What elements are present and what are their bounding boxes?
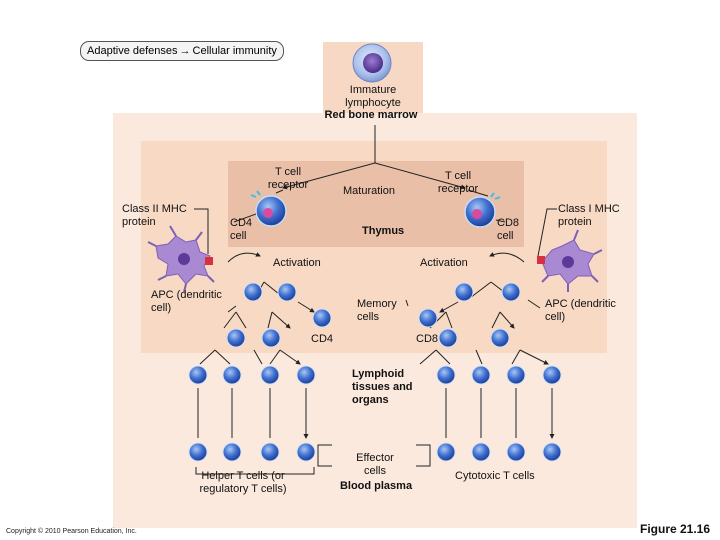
lymphoid-tissues-label: Lymphoid tissues and organs xyxy=(352,368,413,406)
helper-t-cell xyxy=(296,442,316,462)
red-bone-marrow-label: Red bone marrow xyxy=(324,109,418,121)
cytotoxic-down-arrows xyxy=(445,388,552,438)
breadcrumb-first: Adaptive defenses xyxy=(87,45,178,57)
cytotoxic-t-cell xyxy=(506,442,526,462)
tcr-left-label: T cell receptor xyxy=(267,166,309,191)
cytotoxic-t-cells-label: Cytotoxic T cells xyxy=(455,470,535,482)
cd8-thymus-nucleus xyxy=(472,209,482,219)
cd4-t-cell xyxy=(296,365,316,385)
effector-cells-label: Effector cells xyxy=(356,452,394,477)
memory-cells-label: Memory cells xyxy=(357,298,397,323)
helper-t-cell xyxy=(222,442,242,462)
class1-mhc-label: Class I MHC protein xyxy=(558,203,620,228)
cd4-t-cell xyxy=(222,365,242,385)
cd4-leader xyxy=(233,213,257,223)
activation-right-label: Activation xyxy=(420,257,468,269)
activation-arrow-left xyxy=(227,252,261,263)
immature-lymphocyte-label: Immature lymphocyte xyxy=(345,84,401,109)
apc-left-label: APC (dendritic cell) xyxy=(151,289,222,314)
copyright-text: Copyright © 2010 Pearson Education, Inc. xyxy=(6,528,137,535)
cd8-t-cell xyxy=(436,365,456,385)
helper-t-cell xyxy=(260,442,280,462)
cd8-t-cell xyxy=(471,365,491,385)
cd8-split-arrows-3 xyxy=(419,349,548,364)
apc-left-leader xyxy=(227,305,237,313)
helper-down-arrows xyxy=(197,388,306,438)
cd4-label: CD4 xyxy=(311,333,334,345)
cd8-t-cell xyxy=(490,328,510,348)
cd8-receptor xyxy=(490,192,501,200)
tcr-left-leader xyxy=(275,189,284,194)
helper-t-cells-label: Helper T cells (or regulatory T cells) xyxy=(199,470,287,495)
thymus-label: Thymus xyxy=(362,225,405,237)
maturation-label: Maturation xyxy=(343,185,395,197)
helper-t-cell xyxy=(188,442,208,462)
helper-bracket xyxy=(195,467,315,475)
effector-bracket-right xyxy=(416,444,431,467)
activation-arrow-right xyxy=(489,252,525,263)
class2-mhc-label: Class II MHC protein xyxy=(122,203,187,228)
cd8-cell-label: CD8 cell xyxy=(497,217,520,242)
figure-number: Figure 21.16 xyxy=(640,522,711,536)
tcr-right-label: T cell receptor xyxy=(437,170,479,195)
apc-left-dendritic-cell xyxy=(147,225,215,293)
breadcrumb-second: Cellular immunity xyxy=(192,45,277,57)
apc-right-leader xyxy=(527,299,541,309)
cd4-memory-cell xyxy=(312,308,332,328)
cd8-t-cell xyxy=(454,282,474,302)
cd4-cell-label: CD4 cell xyxy=(230,217,253,242)
memory-leader xyxy=(405,299,409,307)
class2-leader xyxy=(194,208,209,254)
cd4-t-cell xyxy=(226,328,246,348)
apc-right-label: APC (dendritic cell) xyxy=(545,298,616,323)
cd4-split-arrows-2 xyxy=(223,311,290,328)
effector-bracket-left xyxy=(317,444,332,467)
cd8-memory-cell xyxy=(418,308,438,328)
cd4-t-cell xyxy=(260,365,280,385)
cd4-receptor xyxy=(250,190,261,198)
maturation-arrow-right xyxy=(374,162,466,190)
cytotoxic-t-cell xyxy=(436,442,456,462)
cd8-t-cell xyxy=(506,365,526,385)
cd4-t-cell xyxy=(243,282,263,302)
cd4-t-cell xyxy=(261,328,281,348)
arrow-right-icon: → xyxy=(179,45,191,57)
blood-plasma-label: Blood plasma xyxy=(339,480,413,492)
cd8-leader xyxy=(495,219,506,223)
cd4-thymus-nucleus xyxy=(263,208,273,218)
cd4-memory-arrow xyxy=(297,301,315,313)
cd4-t-cell xyxy=(188,365,208,385)
activation-left-label: Activation xyxy=(273,257,321,269)
class1-leader xyxy=(537,208,557,257)
cd4-split-arrows-3 xyxy=(199,349,300,364)
apc-right-dendritic-cell xyxy=(537,229,603,292)
cd8-t-cell xyxy=(438,328,458,348)
cd8-t-cell xyxy=(542,365,562,385)
cd8-t-cell xyxy=(501,282,521,302)
tcr-right-leader xyxy=(467,189,489,197)
immature-lymphocyte-nucleus xyxy=(363,53,383,73)
cytotoxic-t-cell xyxy=(471,442,491,462)
cd4-t-cell xyxy=(277,282,297,302)
cd8-split-arrows-2 xyxy=(429,311,514,328)
cd8-label: CD8 xyxy=(416,333,439,345)
cd8-memory-arrow xyxy=(439,301,459,313)
cytotoxic-t-cell xyxy=(542,442,562,462)
breadcrumb: Adaptive defenses → Cellular immunity xyxy=(80,41,284,61)
